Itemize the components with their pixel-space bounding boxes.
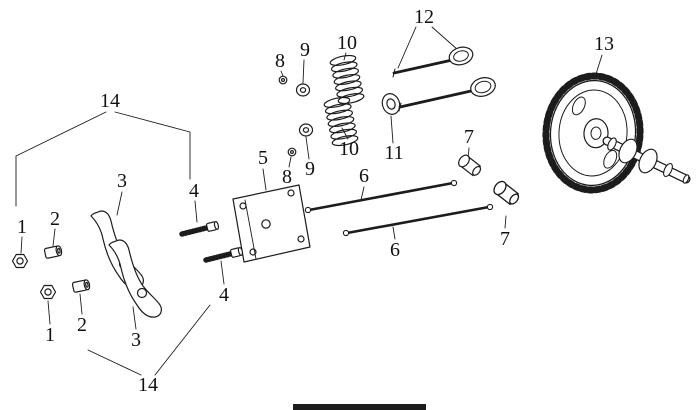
part-label-5: 5 [258,147,268,169]
spring-retainer-upper [295,83,311,97]
part-label-11: 11 [384,142,404,164]
part-label-12: 12 [414,6,434,28]
part-label-6-upper: 6 [359,165,369,187]
adjusting-screw-upper [181,221,219,238]
valve-intake [392,46,474,78]
part-label-1-upper: 1 [17,216,27,238]
part-label-14-bottom: 14 [138,374,158,396]
nut-lower [39,284,57,300]
bracket-14-bottom-right [154,304,211,376]
part-label-9-lower: 9 [305,158,315,180]
part-label-14-top: 14 [100,90,120,112]
part-label-1-lower: 1 [45,324,55,346]
page-edge-mark [293,404,426,410]
part-label-8-upper: 8 [275,50,285,72]
valve-guide-seal [381,93,401,115]
part-label-10-upper: 10 [337,32,357,54]
bushing-lower [71,278,92,294]
bushing-upper [43,244,64,260]
bracket-14-top-left [15,111,107,207]
valve-keeper-upper [278,75,288,85]
part-label-4-upper: 4 [189,180,199,202]
valve-exhaust [398,77,496,112]
part-label-4-lower: 4 [219,284,229,306]
leader-lines [15,26,603,376]
spring-retainer-lower [298,123,314,137]
part-label-7-upper: 7 [464,126,474,148]
part-label-2-lower: 2 [77,314,87,336]
part-label-6-lower: 6 [390,239,400,261]
part-label-10-lower: 10 [339,138,359,160]
mounting-plate [232,184,311,263]
part-label-3-upper: 3 [117,170,127,192]
camshaft-gear [542,72,644,194]
adjusting-screw-lower [205,247,243,264]
valve-lifter-upper [455,152,484,179]
part-label-8-lower: 8 [282,166,292,188]
valve-keeper-lower [287,147,297,157]
nut-upper [11,253,29,269]
part-label-3-lower: 3 [131,329,141,351]
push-rod-lower [342,203,494,237]
bracket-14-top-right [114,111,191,180]
camshaft-shaft [602,136,691,184]
valve-lifter-lower [490,178,522,208]
part-label-9-upper: 9 [300,39,310,61]
push-rod-upper [304,179,458,214]
rocker-arm-lower [108,239,162,318]
part-label-7-lower: 7 [500,228,510,250]
part-label-13: 13 [594,33,614,55]
part-label-2-upper: 2 [50,208,60,230]
bracket-14-bottom-left [87,349,142,376]
